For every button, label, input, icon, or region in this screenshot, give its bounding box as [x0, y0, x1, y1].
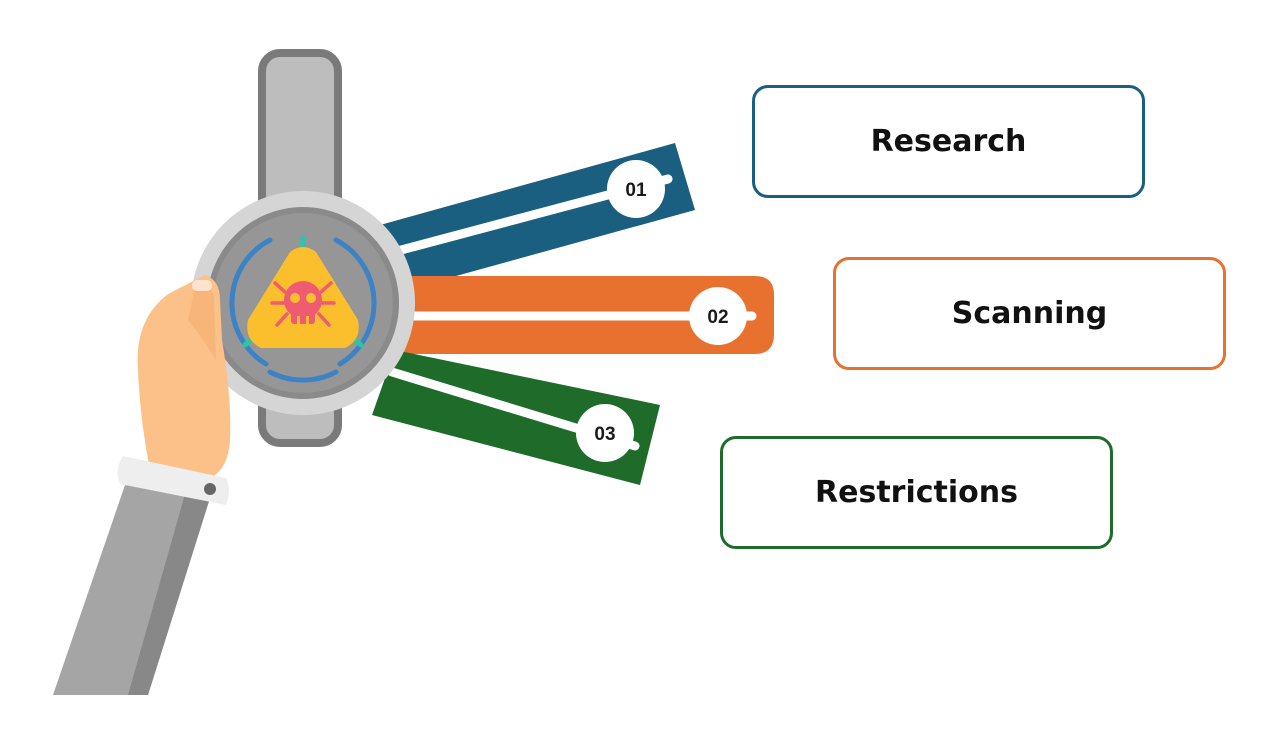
step-badge-2: 02: [689, 287, 747, 345]
step-label-box-3: Restrictions: [720, 436, 1113, 549]
step-number-1: 01: [625, 180, 647, 201]
hand-holding-device-icon: [117, 275, 231, 505]
step-badge-3: 03: [576, 404, 634, 462]
step-label-restrictions: Restrictions: [815, 475, 1018, 510]
bug-icon: [270, 281, 336, 327]
step-label-box-1: Research: [752, 85, 1145, 198]
step-badge-1: 01: [607, 160, 665, 218]
step-number-2: 02: [707, 307, 728, 328]
virus-warning-icon: [229, 235, 377, 383]
step-label-scanning: Scanning: [951, 296, 1108, 331]
arm-sleeve: [53, 485, 210, 695]
step-label-box-2: Scanning: [833, 257, 1226, 370]
step-label-research: Research: [870, 124, 1027, 159]
step-number-3: 03: [594, 424, 615, 445]
